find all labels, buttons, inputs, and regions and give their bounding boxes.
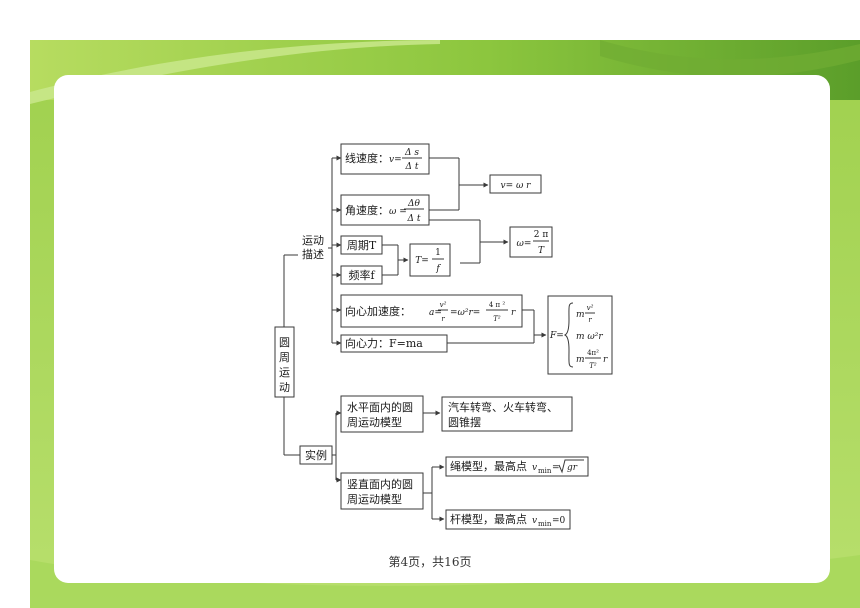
svg-text:gr: gr xyxy=(567,463,578,473)
svg-text:竖直面内的圆: 竖直面内的圆 xyxy=(347,477,413,491)
svg-text:v²: v² xyxy=(440,301,447,309)
svg-text:=: = xyxy=(552,463,560,473)
svg-text:1: 1 xyxy=(435,248,441,258)
rod-model-node: 杆模型，最高点 v min =0 xyxy=(445,509,571,530)
svg-text:min: min xyxy=(538,467,552,475)
svg-text:v²: v² xyxy=(587,304,594,312)
frequency-node: 频率f xyxy=(340,265,383,285)
svg-text:Δ t: Δ t xyxy=(407,214,421,224)
t-equals-node: T= 1 f xyxy=(409,243,451,277)
svg-text:周运动模型: 周运动模型 xyxy=(347,415,402,429)
svg-text:v= ω r: v= ω r xyxy=(501,181,532,191)
svg-text:Δ t: Δ t xyxy=(405,162,419,172)
svg-text:r: r xyxy=(441,315,445,323)
vertical-model-node: 竖直面内的圆 周运动模型 xyxy=(340,472,424,510)
svg-text:实例: 实例 xyxy=(305,448,327,462)
top-swoosh xyxy=(30,40,440,104)
svg-text:4π²: 4π² xyxy=(587,349,599,357)
svg-text:水平面内的圆: 水平面内的圆 xyxy=(347,400,413,414)
svg-text:T=: T= xyxy=(415,256,429,266)
svg-text:min: min xyxy=(538,520,552,528)
svg-text:向心力：F=ma: 向心力：F=ma xyxy=(345,336,423,350)
svg-text:v: v xyxy=(532,463,537,473)
svg-text:T: T xyxy=(538,246,545,256)
period-node: 周期T xyxy=(340,235,383,255)
svg-text:2 π: 2 π xyxy=(534,230,549,240)
rope-model-node: 绳模型，最高点 v min = gr xyxy=(445,456,589,477)
motion-line-2: 描述 xyxy=(302,247,324,261)
svg-text:m ω²r: m ω²r xyxy=(576,332,603,342)
svg-text:Δ s: Δ s xyxy=(404,148,419,158)
svg-text:a=: a= xyxy=(429,308,442,318)
svg-text:角速度：ω =: 角速度：ω = xyxy=(345,203,407,217)
motion-line-1: 运动 xyxy=(302,234,324,247)
motion-branch-label: 运动 描述 xyxy=(302,234,324,261)
svg-text:r: r xyxy=(603,355,608,365)
svg-text:线速度：v=: 线速度：v= xyxy=(345,151,402,165)
svg-text:频率f: 频率f xyxy=(348,268,375,282)
root-char-4: 动 xyxy=(279,381,290,394)
svg-text:=ω²r=: =ω²r= xyxy=(450,308,480,318)
svg-text:r: r xyxy=(511,308,516,318)
page-number: 第4页，共16页 xyxy=(388,555,472,569)
v-omega-r-node: v= ω r xyxy=(489,174,542,194)
root-node: 圆 周 运 动 xyxy=(274,326,295,398)
centripetal-acceleration-node: 向心加速度： a= v² r =ω²r= 4 π ² T² r xyxy=(340,294,523,328)
horizontal-model-node: 水平面内的圆 周运动模型 xyxy=(340,395,424,433)
angular-velocity-node: 角速度：ω = Δθ Δ t xyxy=(340,194,430,226)
svg-text:4 π ²: 4 π ² xyxy=(489,301,506,309)
connectors xyxy=(283,155,547,522)
root-char-2: 周 xyxy=(279,351,290,364)
root-char-3: 运 xyxy=(279,366,290,379)
root-char-1: 圆 xyxy=(279,336,290,349)
svg-text:向心加速度：: 向心加速度： xyxy=(345,304,411,318)
svg-text:汽车转弯、火车转弯、: 汽车转弯、火车转弯、 xyxy=(448,400,558,414)
omega-period-node: ω= 2 π T xyxy=(509,226,553,258)
svg-text:T²: T² xyxy=(493,315,501,323)
force-expansion-node: F= m v² r m ω²r m 4π² T² r xyxy=(547,295,613,375)
horizontal-examples-node: 汽车转弯、火车转弯、 圆锥摆 xyxy=(441,396,573,432)
svg-text:周运动模型: 周运动模型 xyxy=(347,492,402,506)
svg-text:周期T: 周期T xyxy=(347,239,377,252)
centripetal-force-node: 向心力：F=ma xyxy=(340,334,448,353)
svg-text:绳模型，最高点: 绳模型，最高点 xyxy=(450,459,527,473)
svg-text:杆模型，最高点: 杆模型，最高点 xyxy=(450,512,527,526)
svg-text:m: m xyxy=(576,310,585,320)
examples-branch-node: 实例 xyxy=(299,445,333,465)
svg-text:f: f xyxy=(435,264,441,274)
svg-text:T²: T² xyxy=(589,362,597,370)
concept-map: 圆 周 运 动 运动 描述 线速度：v= Δ s Δ t 角速度：ω = Δθ … xyxy=(272,135,615,533)
svg-text:r: r xyxy=(588,316,592,324)
linear-velocity-node: 线速度：v= Δ s Δ t xyxy=(340,143,430,175)
svg-text:=0: =0 xyxy=(552,516,566,526)
svg-text:m: m xyxy=(576,355,585,365)
svg-text:圆锥摆: 圆锥摆 xyxy=(448,415,481,429)
svg-text:F=: F= xyxy=(549,331,564,341)
svg-text:Δθ: Δθ xyxy=(407,199,420,209)
svg-text:ω=: ω= xyxy=(517,239,532,249)
svg-text:v: v xyxy=(532,516,537,526)
